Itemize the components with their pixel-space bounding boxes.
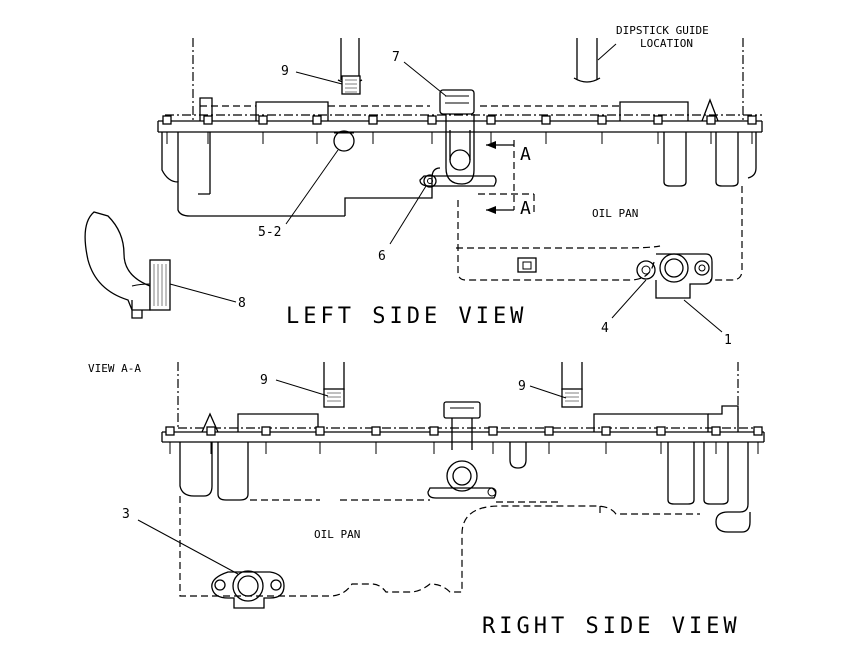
- bracket-6: [419, 174, 497, 188]
- callout-9-left: 9: [281, 64, 289, 79]
- callout-5-2: 5-2: [258, 225, 281, 240]
- callout-6: 6: [378, 249, 386, 264]
- oil-pan-label-left: OIL PAN: [592, 207, 638, 220]
- section-a-label-top: A: [520, 144, 531, 165]
- callout-7: 7: [392, 50, 400, 65]
- left-side-view-title: LEFT SIDE VIEW: [286, 304, 527, 329]
- dipstick-housing-right: [427, 401, 497, 499]
- oil-pan-right-outline: [179, 442, 751, 597]
- dipstick-location-label: LOCATION: [640, 37, 693, 50]
- callout-4: 4: [601, 321, 609, 336]
- lower-tube-right: [561, 362, 583, 390]
- flange-bolts-left: [162, 115, 757, 144]
- callout-8: 8: [238, 296, 246, 311]
- callout-3: 3: [122, 507, 130, 522]
- mount-1-left: [636, 253, 713, 299]
- lower-tube-left: [323, 362, 345, 390]
- bolt-9-right-b: [561, 388, 583, 408]
- mount-3: [211, 570, 285, 609]
- drain-plug-left: [517, 257, 537, 273]
- upper-tube-dipstick: [573, 38, 601, 83]
- plug-5-2: [333, 130, 355, 152]
- view-aa-label: VIEW A-A: [88, 362, 141, 375]
- right-side-view: 9 9 3 OIL PAN RIGHT SIDE VIEW: [122, 362, 765, 639]
- right-side-view-title: RIGHT SIDE VIEW: [482, 614, 741, 639]
- bolt-9-left: [341, 75, 361, 95]
- oil-pan-left-outline: [161, 132, 757, 281]
- tube-elbow-8: [84, 211, 171, 319]
- callout-1: 1: [724, 333, 732, 348]
- section-aa-indicator: A A: [486, 140, 531, 219]
- oil-pan-label-right: OIL PAN: [314, 528, 360, 541]
- callout-9-right-a: 9: [260, 373, 268, 388]
- callout-9-right-b: 9: [518, 379, 526, 394]
- dipstick-guide-label: DIPSTICK GUIDE: [616, 24, 709, 37]
- dipstick-cap-7: [439, 89, 475, 185]
- left-side-view: A A 9 7 5: [84, 24, 763, 348]
- flange-bolts-right: [165, 426, 763, 454]
- bolt-9-right-a: [323, 388, 345, 408]
- section-a-label-bottom: A: [520, 198, 531, 219]
